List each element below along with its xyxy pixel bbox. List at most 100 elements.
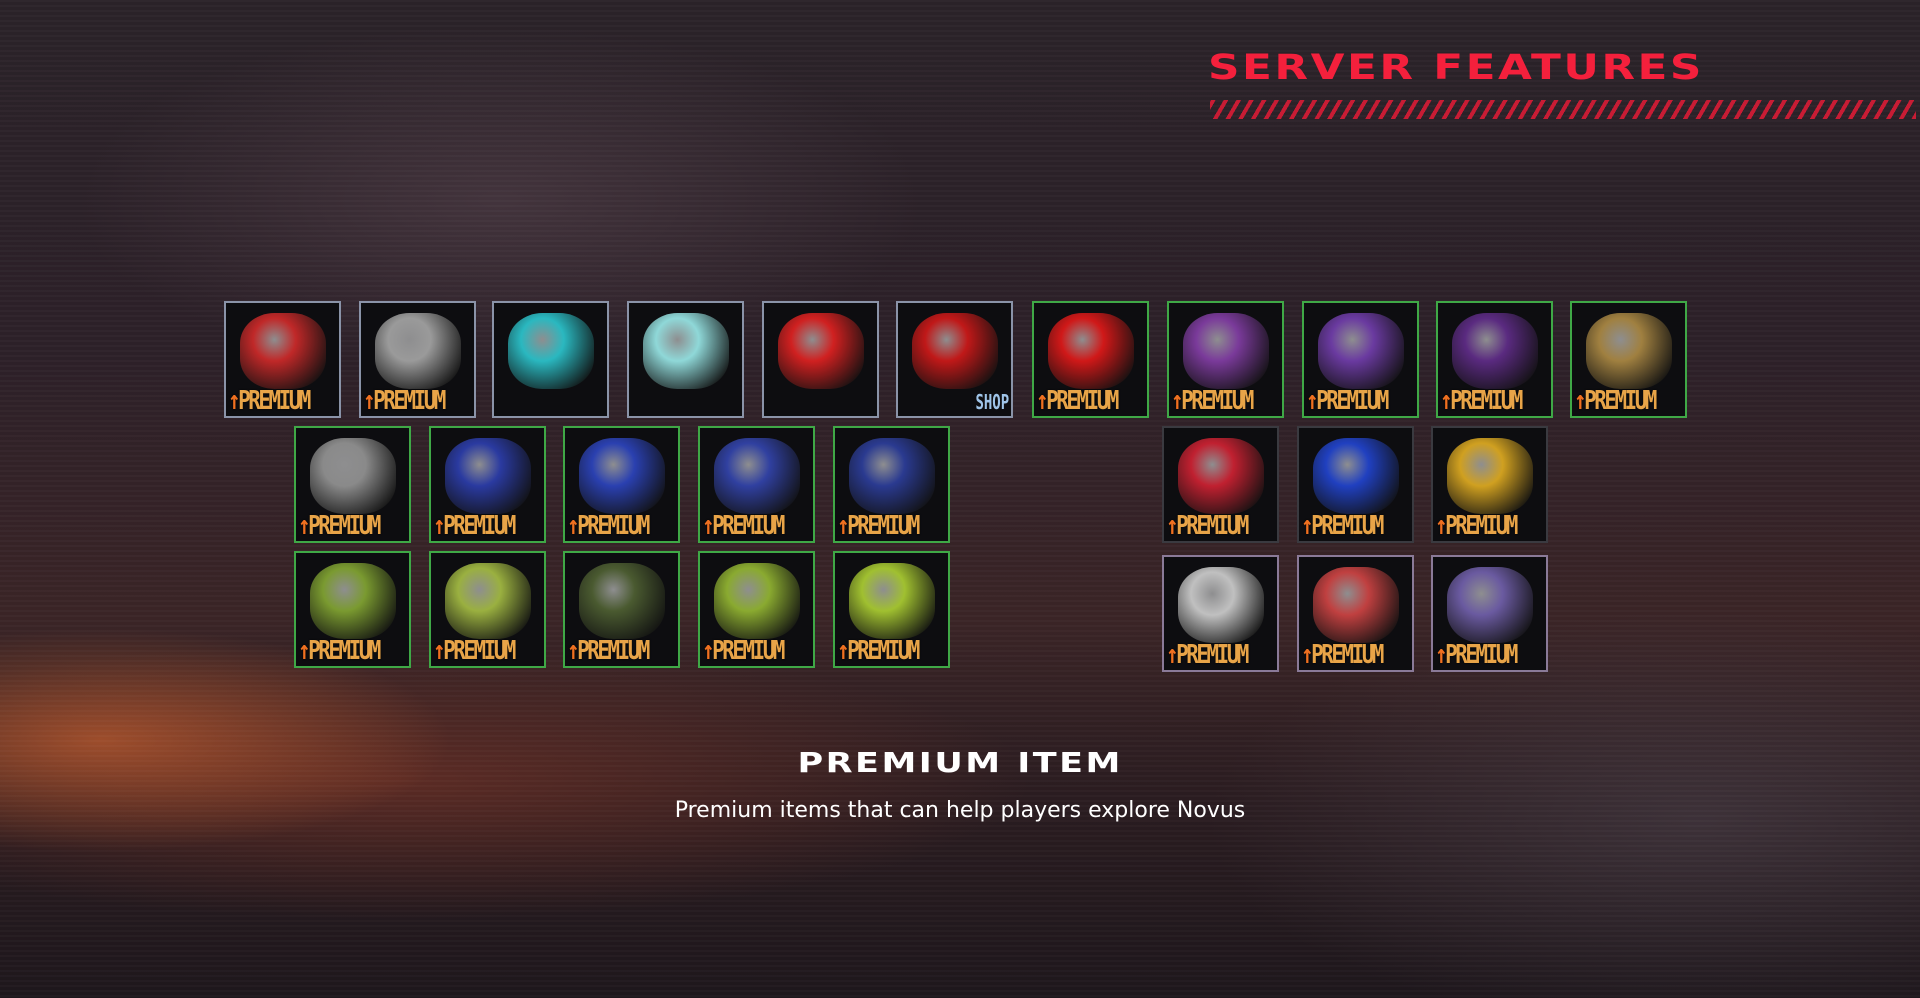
purple-gloves-icon [1452,313,1538,389]
premium-badge-text: PREMIUM [847,511,920,541]
premium-item-slot[interactable]: ↑PREMIUM [698,551,815,668]
premium-badge: ↑PREMIUM [1166,511,1249,541]
premium-item-slot[interactable]: ↑PREMIUM [1431,555,1548,672]
upgrade-arrow-icon: ↑ [1435,640,1447,670]
red-armor-helmet-icon [240,313,326,389]
blue-helmet-icon [445,438,531,514]
purple-pants-icon [1318,313,1404,389]
premium-badge-text: PREMIUM [712,636,785,666]
gold-crystal-wings-icon [1447,438,1533,514]
premium-badge: ↑PREMIUM [1036,386,1119,416]
upgrade-arrow-icon: ↑ [1301,511,1313,541]
section-title-text: PREMIUM ITEM [797,746,1123,779]
blue-armor-legs-icon [579,438,665,514]
premium-badge-text: PREMIUM [1445,640,1518,670]
silver-claw-icon [310,438,396,514]
premium-badge: ↑PREMIUM [1171,386,1254,416]
upgrade-arrow-icon: ↑ [1301,640,1313,670]
premium-item-slot[interactable]: ↑PREMIUM [429,426,546,543]
upgrade-arrow-icon: ↑ [1171,386,1183,416]
premium-item-slot[interactable]: ↑PREMIUM [1436,301,1553,418]
premium-badge: ↑PREMIUM [228,386,311,416]
premium-item-slot[interactable] [762,301,879,418]
premium-item-slot[interactable]: ↑PREMIUM [1162,426,1279,543]
premium-badge-text: PREMIUM [1046,386,1119,416]
premium-item-slot[interactable]: ↑PREMIUM [833,551,950,668]
section-description: Premium items that can help players expl… [674,798,1246,823]
premium-item-slot[interactable]: ↑PREMIUM [1162,555,1279,672]
green-shoulder-icon [714,563,800,639]
premium-badge: ↑PREMIUM [363,386,446,416]
upgrade-arrow-icon: ↑ [837,636,849,666]
premium-item-slot[interactable]: ↑PREMIUM [1570,301,1687,418]
premium-badge: ↑PREMIUM [1435,640,1518,670]
premium-item-slot[interactable]: ↑PREMIUM [429,551,546,668]
premium-badge-text: PREMIUM [577,511,650,541]
premium-badge-text: PREMIUM [1311,511,1384,541]
premium-badge-text: PREMIUM [1176,511,1249,541]
premium-badge: ↑PREMIUM [1301,511,1384,541]
upgrade-arrow-icon: ↑ [702,511,714,541]
title-stripe-divider [1210,100,1916,119]
premium-badge-text: PREMIUM [577,636,650,666]
premium-badge: ↑PREMIUM [1166,640,1249,670]
upgrade-arrow-icon: ↑ [298,636,310,666]
shop-badge: SHOP [975,390,1009,414]
premium-item-slot[interactable]: ↑PREMIUM [698,426,815,543]
premium-badge-text: PREMIUM [1445,511,1518,541]
premium-item-slot[interactable]: ↑PREMIUM [1297,555,1414,672]
premium-badge-text: PREMIUM [1316,386,1389,416]
upgrade-arrow-icon: ↑ [1036,386,1048,416]
premium-item-slot[interactable] [627,301,744,418]
premium-badge: ↑PREMIUM [433,511,516,541]
premium-badge-text: PREMIUM [1181,386,1254,416]
premium-item-slot[interactable]: ↑PREMIUM [1431,426,1548,543]
premium-badge: ↑PREMIUM [298,511,381,541]
premium-item-slot[interactable]: ↑PREMIUM [294,426,411,543]
premium-badge-text: PREMIUM [1584,386,1657,416]
premium-item-slot[interactable]: ↑PREMIUM [1167,301,1284,418]
premium-badge-text: PREMIUM [443,636,516,666]
premium-item-slot[interactable]: ↑PREMIUM [563,551,680,668]
purple-crest-icon [1447,567,1533,643]
green-jacket-icon [445,563,531,639]
upgrade-arrow-icon: ↑ [1166,640,1178,670]
premium-item-slot[interactable] [492,301,609,418]
premium-badge-text: PREMIUM [1450,386,1523,416]
premium-badge: ↑PREMIUM [298,636,381,666]
upgrade-arrow-icon: ↑ [1306,386,1318,416]
green-leggings-icon [849,563,935,639]
premium-item-slot[interactable]: ↑PREMIUM [1032,301,1149,418]
premium-item-slot[interactable]: ↑PREMIUM [294,551,411,668]
upgrade-arrow-icon: ↑ [567,511,579,541]
magnet-icon [912,313,998,389]
premium-badge: ↑PREMIUM [567,636,650,666]
premium-item-slot[interactable]: ↑PREMIUM [359,301,476,418]
premium-item-slot[interactable]: ↑PREMIUM [833,426,950,543]
premium-item-slot[interactable]: ↑PREMIUM [1302,301,1419,418]
blue-crystal-wings-icon [1313,438,1399,514]
premium-badge-text: PREMIUM [308,636,381,666]
premium-badge: ↑PREMIUM [702,511,785,541]
premium-badge: ↑PREMIUM [1435,511,1518,541]
upgrade-arrow-icon: ↑ [837,511,849,541]
upgrade-arrow-icon: ↑ [1166,511,1178,541]
red-pendant-icon [778,313,864,389]
premium-badge-text: PREMIUM [712,511,785,541]
premium-badge: ↑PREMIUM [567,511,650,541]
white-cyan-pendant-icon [643,313,729,389]
premium-badge-text: PREMIUM [847,636,920,666]
section-title: PREMIUM ITEM [0,746,1920,779]
premium-item-slot[interactable]: ↑PREMIUM [563,426,680,543]
upgrade-arrow-icon: ↑ [1440,386,1452,416]
upgrade-arrow-icon: ↑ [228,386,240,416]
silver-armor-helmet-icon [375,313,461,389]
premium-item-slot[interactable]: ↑PREMIUM [224,301,341,418]
premium-badge: ↑PREMIUM [1306,386,1389,416]
premium-item-slot[interactable]: ↑PREMIUM [1297,426,1414,543]
upgrade-arrow-icon: ↑ [433,636,445,666]
premium-badge: ↑PREMIUM [702,636,785,666]
purple-cape-icon [1183,313,1269,389]
premium-item-slot[interactable]: SHOP [896,301,1013,418]
